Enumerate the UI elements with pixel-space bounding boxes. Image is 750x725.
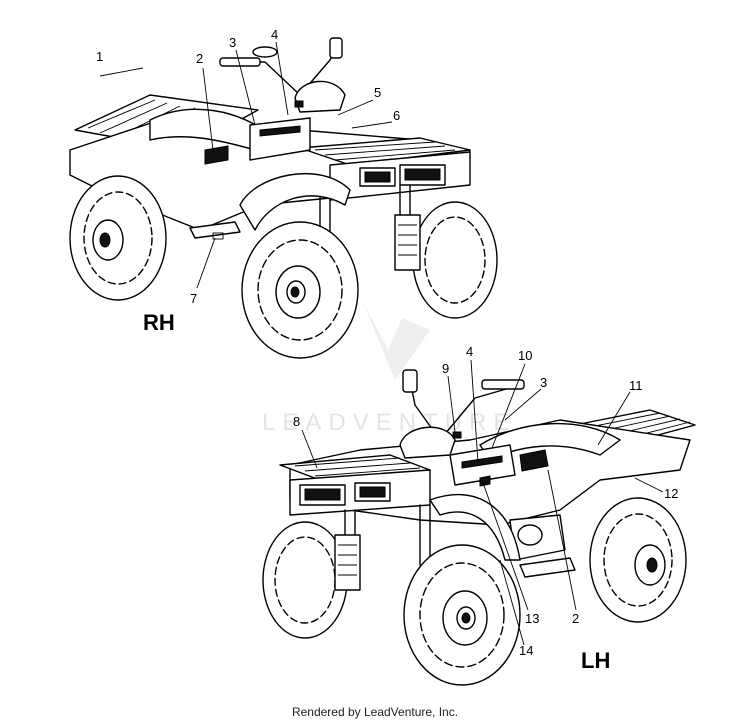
callout-3: 3: [540, 375, 547, 390]
callout-2: 2: [572, 611, 579, 626]
callout-5: 5: [374, 85, 381, 100]
callout-4: 4: [466, 344, 473, 359]
lh-label: LH: [581, 648, 610, 673]
lh-rear-wheel: [589, 497, 687, 623]
callout-2: 2: [196, 51, 203, 66]
rh-rear-wheel: [69, 175, 167, 301]
callout-4: 4: [271, 27, 278, 42]
lh-front-wheel-near: [403, 544, 521, 686]
callout-1: 1: [96, 49, 103, 64]
callout-10: 10: [518, 348, 532, 363]
callout-13: 13: [525, 611, 539, 626]
leadventure-watermark: LEADVENTURE: [262, 300, 516, 436]
rh-front-wheel-near: [241, 221, 359, 359]
rh-front-wheel-far: [412, 201, 498, 319]
callout-11: 11: [629, 378, 643, 393]
render-credit: Rendered by LeadVenture, Inc.: [291, 705, 459, 719]
callout-14: 14: [519, 643, 533, 658]
callout-12: 12: [664, 486, 678, 501]
atv-rh-view: 1 2 3 4 5 6 7 RH: [69, 27, 498, 359]
watermark-text: LEADVENTURE: [262, 409, 516, 436]
callout-6: 6: [393, 108, 400, 123]
callout-3: 3: [229, 35, 236, 50]
atv-lh-view: 4 10 9 3 11 8 12 13 2 14 LH: [262, 344, 696, 686]
callout-9: 9: [442, 361, 449, 376]
rh-label: RH: [143, 310, 175, 335]
callout-7: 7: [190, 291, 197, 306]
callout-8: 8: [293, 414, 300, 429]
